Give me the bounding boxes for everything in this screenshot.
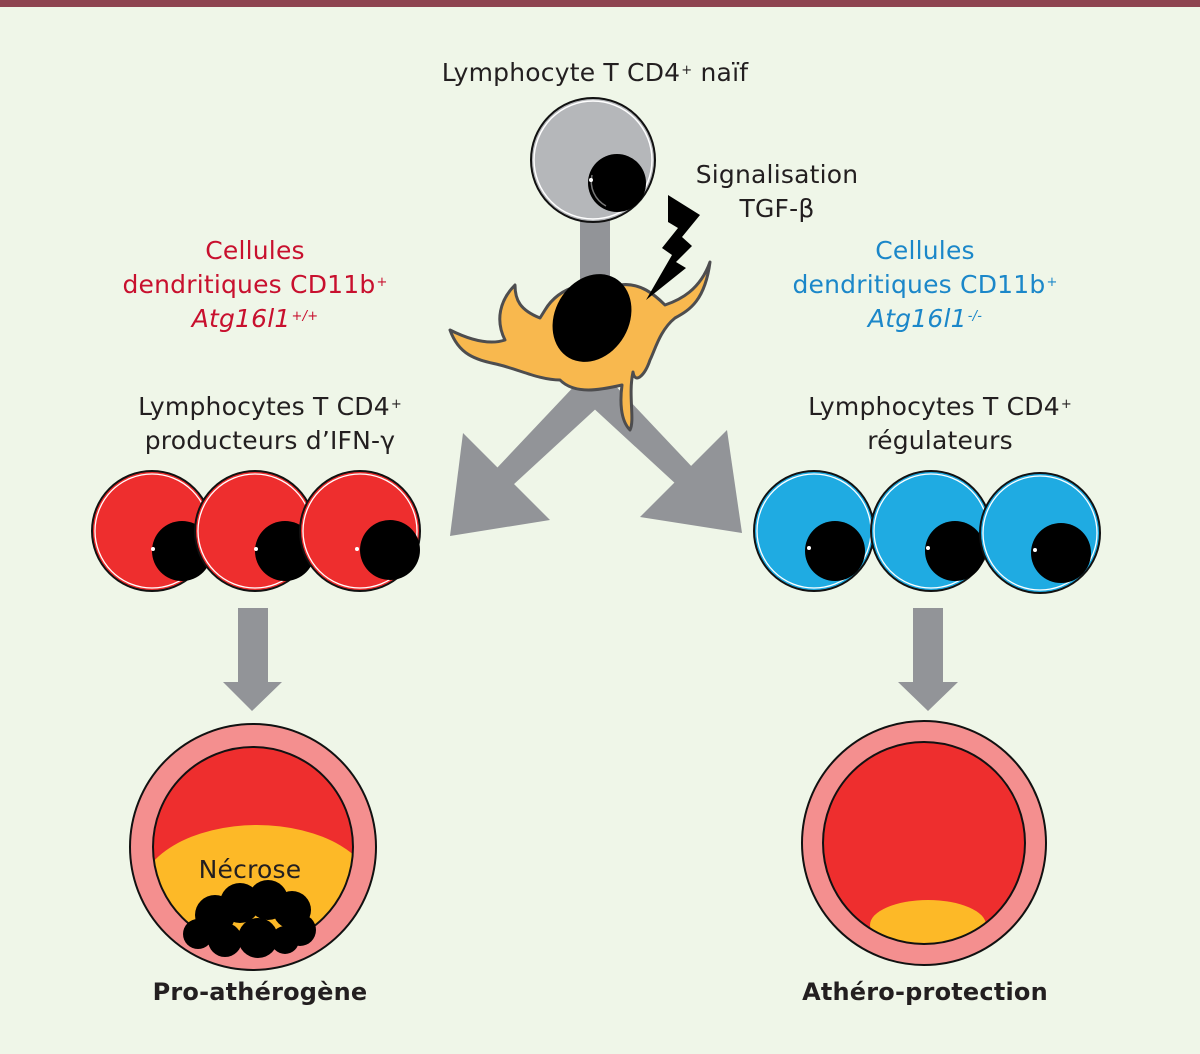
necrosis-debris xyxy=(183,880,316,958)
pro-atherogenic-label: Pro-athérogène xyxy=(152,978,368,1006)
branch-arrow-right xyxy=(590,380,742,533)
branch-arrow-left xyxy=(450,380,600,536)
atheroprotection-label: Athéro-protection xyxy=(802,978,1048,1006)
ifn-gamma-t-cells-label: Lymphocytes T CD4+ producteurs d’IFN-γ xyxy=(138,392,402,455)
vessel-atherogenic xyxy=(129,723,377,971)
treg-cell xyxy=(870,470,992,592)
naive-t-cell xyxy=(530,97,656,223)
ifn-gamma-t-cells xyxy=(91,470,421,592)
regulatory-t-cells xyxy=(753,470,1101,594)
th1-cell xyxy=(194,470,316,592)
treg-cell xyxy=(979,472,1101,594)
naive-t-cell-label: Lymphocyte T CD4+ naïf xyxy=(441,58,749,87)
tgf-beta-signal-bolt-icon xyxy=(646,195,700,300)
dendritic-cell xyxy=(448,260,712,432)
vessel-atheroprotective xyxy=(801,720,1047,966)
dc-wildtype-label: Cellules dendritiques CD11b+ Atg16l1+/+ xyxy=(122,236,388,333)
top-accent-bar xyxy=(0,0,1200,7)
necrosis-label: Nécrose xyxy=(198,855,302,884)
regulatory-t-cells-label: Lymphocytes T CD4+ régulateurs xyxy=(808,392,1072,455)
down-arrow-left xyxy=(223,608,282,711)
down-arrow-right xyxy=(898,608,958,711)
th1-cell xyxy=(299,470,421,592)
treg-cell xyxy=(753,470,875,592)
tgf-beta-signal-label: Signalisation TGF-β xyxy=(695,160,859,223)
dc-knockout-label: Cellules dendritiques CD11b+ Atg16l1-/- xyxy=(792,236,1058,333)
